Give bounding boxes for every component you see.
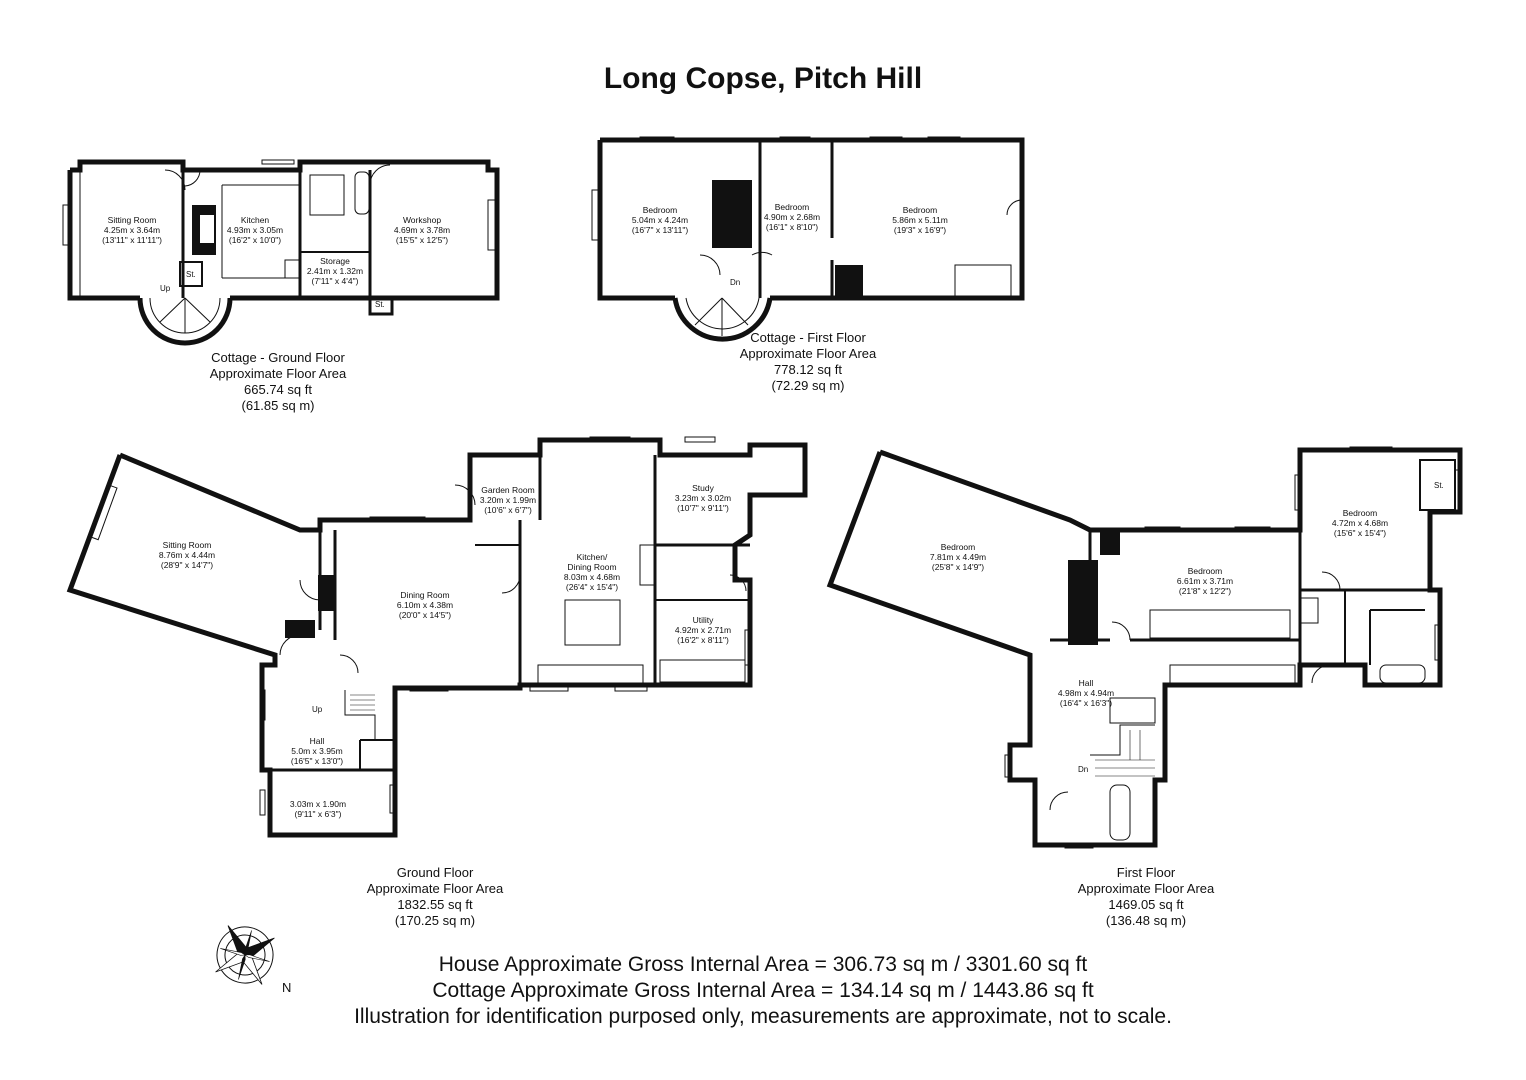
room-label: Bedroom 4.90m x 2.68m (16'1" x 8'10") bbox=[763, 202, 821, 232]
compass-north-label: N bbox=[282, 980, 292, 995]
storage-marker: St. bbox=[1434, 481, 1444, 490]
stair-up-label: Up bbox=[160, 284, 171, 293]
house-area-line: House Approximate Gross Internal Area = … bbox=[438, 953, 1088, 976]
stair-down-label: Dn bbox=[1078, 765, 1089, 774]
room-label: Workshop 4.69m x 3.78m (15'5" x 12'5") bbox=[393, 215, 451, 245]
storage-marker: St. bbox=[375, 300, 385, 309]
compass-rose-icon bbox=[215, 925, 275, 985]
cottage-ground-caption: Cottage - Ground Floor Approximate Floor… bbox=[209, 350, 347, 413]
house-ground-caption: Ground Floor Approximate Floor Area 1832… bbox=[366, 865, 504, 928]
room-label: Hall 4.98m x 4.94m (16'4" x 16'3") bbox=[1057, 678, 1115, 708]
room-label: Bedroom 6.61m x 3.71m (21'8" x 12'2") bbox=[1176, 566, 1234, 596]
room-label: Bedroom 5.86m x 5.11m (19'3" x 16'9") bbox=[892, 205, 948, 235]
cottage-area-line: Cottage Approximate Gross Internal Area … bbox=[432, 979, 1094, 1002]
room-label: Kitchen 4.93m x 3.05m (16'2" x 10'0") bbox=[226, 215, 284, 245]
room-label: 3.03m x 1.90m (9'11" x 6'3") bbox=[289, 799, 347, 819]
area-summary: House Approximate Gross Internal Area = … bbox=[0, 952, 1526, 1030]
stair-down-label: Dn bbox=[730, 278, 741, 287]
cottage-first-walls bbox=[591, 136, 1025, 342]
room-label: Study 3.23m x 3.02m (10'7" x 9'11") bbox=[674, 483, 732, 513]
room-label: Bedroom 4.72m x 4.68m (15'6" x 15'4") bbox=[1331, 508, 1389, 538]
room-label: Garden Room 3.20m x 1.99m (10'6" x 6'7") bbox=[479, 485, 537, 515]
storage-marker: St. bbox=[186, 270, 196, 279]
room-label: Sitting Room 8.76m x 4.44m (28'9" x 14'7… bbox=[158, 540, 216, 570]
stair-up-label: Up bbox=[312, 705, 323, 714]
disclaimer-line: Illustration for identification purposed… bbox=[354, 1005, 1172, 1028]
house-first-walls bbox=[826, 446, 1463, 849]
room-label: Kitchen/ Dining Room 8.03m x 4.68m (26'4… bbox=[563, 552, 621, 592]
house-first-caption: First Floor Approximate Floor Area 1469.… bbox=[1077, 865, 1215, 928]
room-label: Bedroom 5.04m x 4.24m (16'7" x 13'11") bbox=[631, 205, 689, 235]
room-label: Storage 2.41m x 1.32m (7'11" x 4'4") bbox=[306, 256, 364, 286]
room-label: Utility 4.92m x 2.71m (16'2" x 8'11") bbox=[674, 615, 732, 645]
room-label: Bedroom 7.81m x 4.49m (25'8" x 14'9") bbox=[929, 542, 987, 572]
cottage-first-caption: Cottage - First Floor Approximate Floor … bbox=[739, 330, 877, 393]
room-label: Hall 5.0m x 3.95m (16'5" x 13'0") bbox=[290, 736, 344, 766]
page-title: Long Copse, Pitch Hill bbox=[603, 62, 923, 95]
room-label: Dining Room 6.10m x 4.38m (20'0" x 14'5"… bbox=[396, 590, 454, 620]
room-label: Sitting Room 4.25m x 3.64m (13'11" x 11'… bbox=[102, 215, 162, 245]
cottage-ground-walls bbox=[62, 159, 500, 346]
